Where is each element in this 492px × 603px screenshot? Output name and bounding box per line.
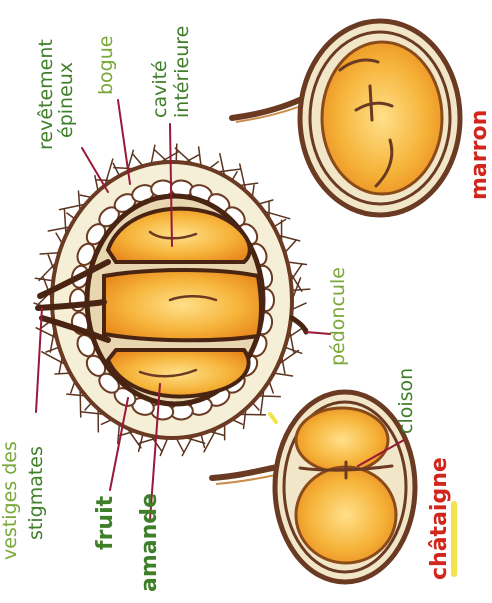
spine [113, 163, 119, 176]
spine [287, 262, 306, 265]
spine [176, 144, 177, 162]
spine [55, 373, 70, 374]
label-interieure: intérieure [171, 26, 193, 118]
label-fruit: fruit [93, 495, 118, 550]
label-vestiges: vestiges des [0, 441, 21, 560]
leader-revetement [82, 148, 108, 192]
label-amande: amande [137, 493, 162, 592]
spine [95, 176, 98, 192]
chataigne-illustration [212, 392, 415, 582]
spine [274, 373, 293, 376]
spine [292, 289, 310, 290]
spine [46, 347, 59, 352]
spine [199, 147, 201, 166]
spine [80, 389, 81, 417]
label-epineux: épineux [55, 62, 77, 138]
spine [274, 219, 286, 226]
spine [201, 434, 204, 448]
chataigne-seed-upper [296, 408, 388, 472]
spine [133, 155, 143, 167]
spine [258, 200, 273, 204]
label-chataigne: châtaigne [427, 457, 452, 580]
label-marron: marron [467, 110, 492, 200]
highlight-dash [270, 414, 276, 422]
fruit-middle [104, 270, 261, 340]
spine [40, 253, 59, 254]
spine [154, 149, 168, 162]
label-revetement: revêtement [35, 39, 57, 150]
marron-illustration [232, 21, 460, 215]
spine [285, 241, 296, 253]
chataigne-seed-lower [296, 467, 396, 563]
label-pedoncule: pédoncule [327, 267, 349, 366]
leader-stigmates [36, 308, 42, 412]
label-bogue: bogue [95, 36, 117, 95]
spine [176, 438, 183, 452]
spine [151, 145, 155, 164]
spine [258, 396, 280, 397]
label-stigmates: stigmates [25, 446, 47, 540]
marron-seed [322, 42, 442, 194]
spine [160, 438, 168, 456]
label-cloison: cloison [395, 368, 417, 434]
label-cavite: cavité [149, 60, 171, 118]
